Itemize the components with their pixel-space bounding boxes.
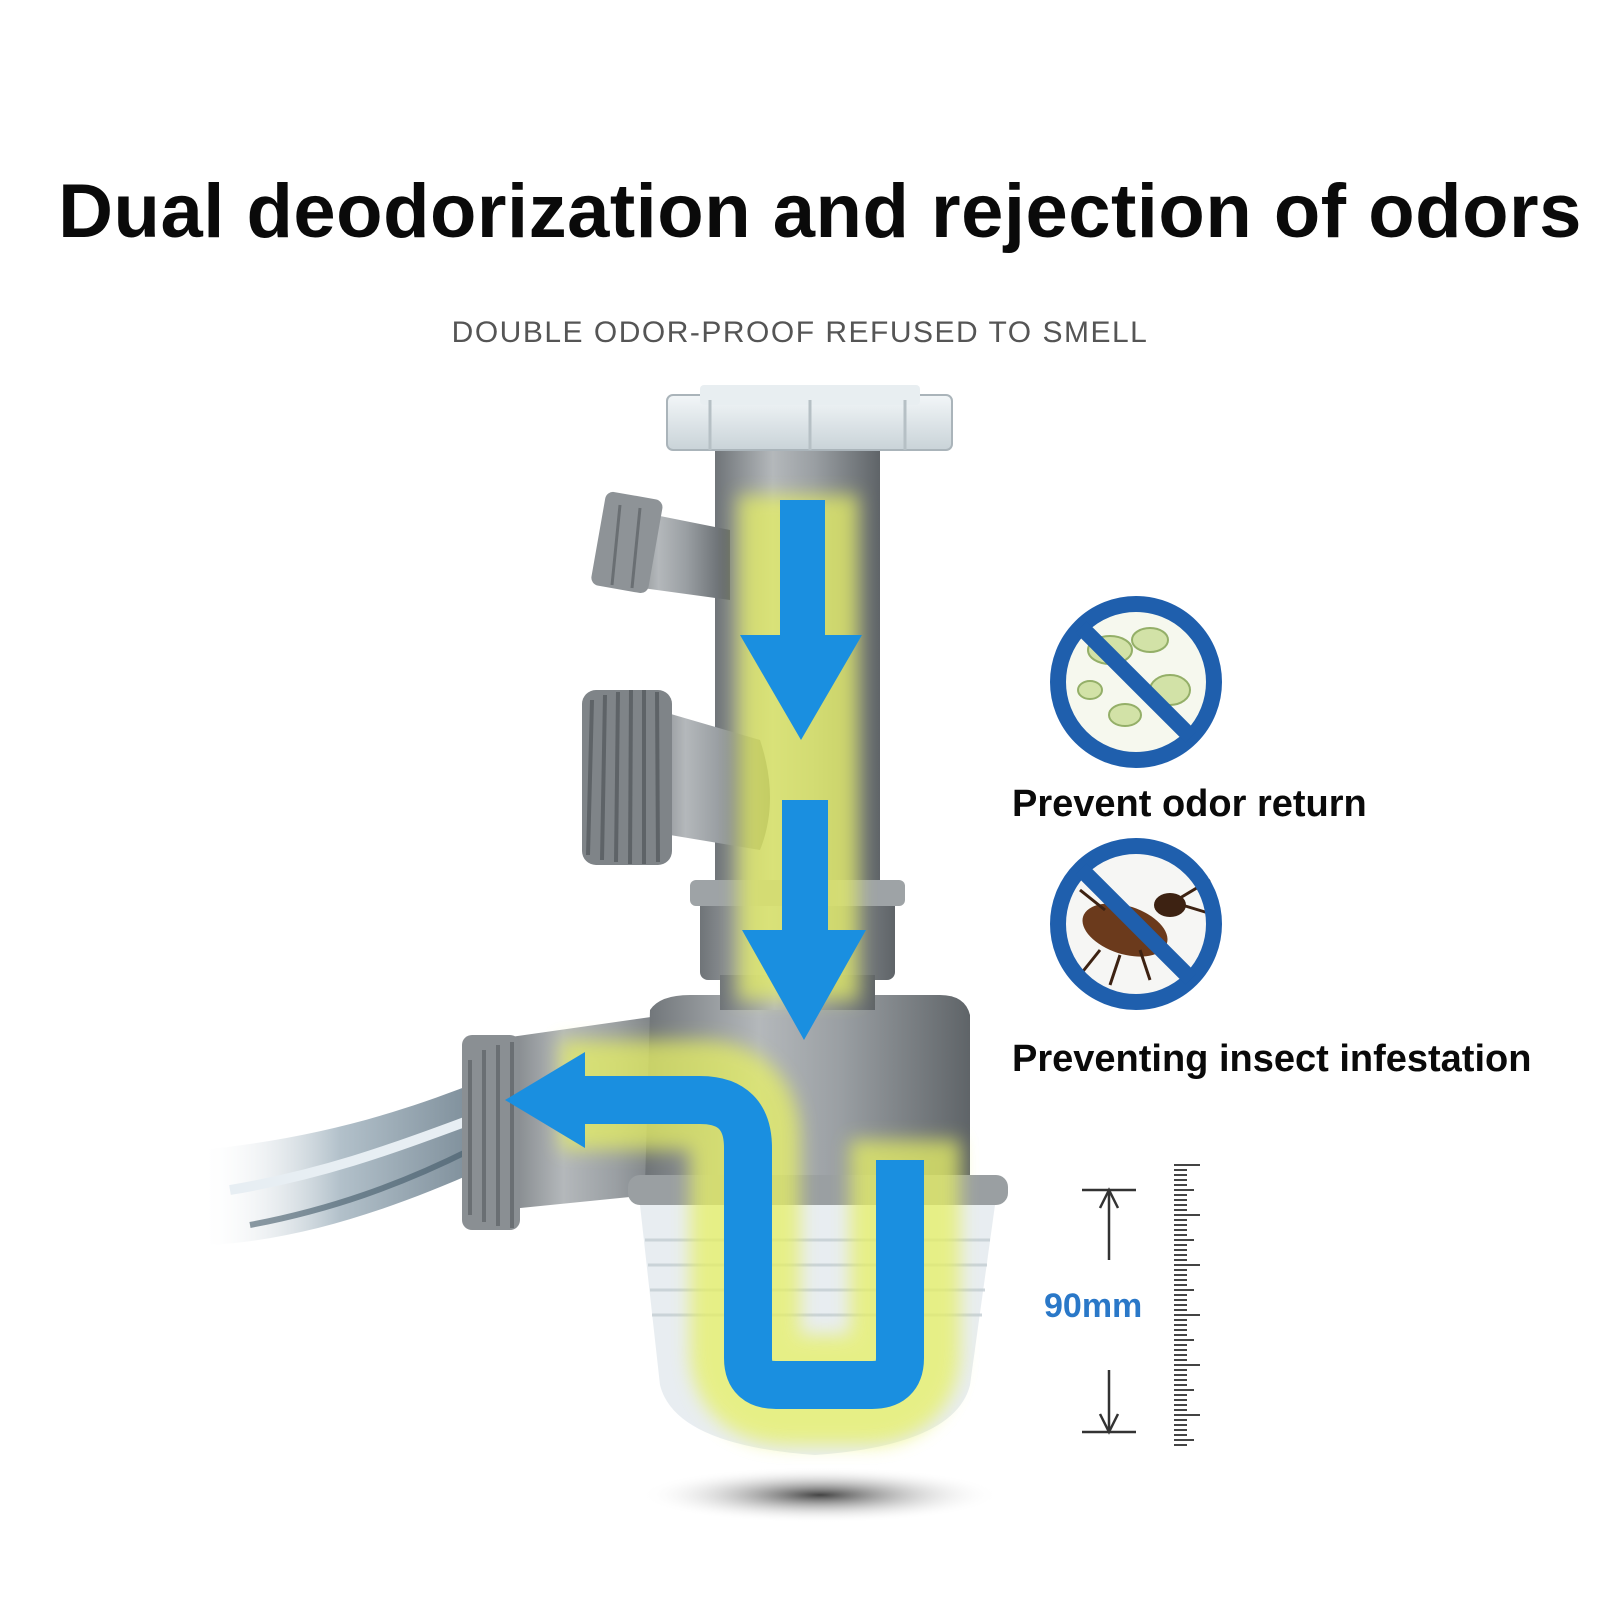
down-arrow-top bbox=[740, 500, 862, 740]
feature-label-insect: Preventing insect infestation bbox=[1012, 1038, 1532, 1080]
no-cockroach-icon bbox=[1050, 838, 1222, 1010]
feature-label-odor: Prevent odor return bbox=[1012, 783, 1367, 825]
page-subtitle: DOUBLE ODOR-PROOF REFUSED TO SMELL bbox=[451, 316, 1149, 349]
top-nut bbox=[666, 385, 953, 451]
no-bacteria-icon bbox=[1050, 596, 1222, 768]
floor-shadow bbox=[640, 1467, 1000, 1523]
large-inlet bbox=[582, 689, 770, 865]
water-stream bbox=[200, 1085, 480, 1245]
dimension-label: 90mm bbox=[1044, 1287, 1143, 1325]
small-inlet bbox=[591, 491, 730, 600]
u-trap-flow-arrow bbox=[505, 1052, 924, 1409]
page-title: Dual deodorization and rejection of odor… bbox=[58, 169, 1582, 254]
ruler-scale bbox=[1174, 1164, 1200, 1446]
dimension-indicator bbox=[1082, 1187, 1136, 1435]
down-arrow-bottom bbox=[742, 800, 866, 1040]
